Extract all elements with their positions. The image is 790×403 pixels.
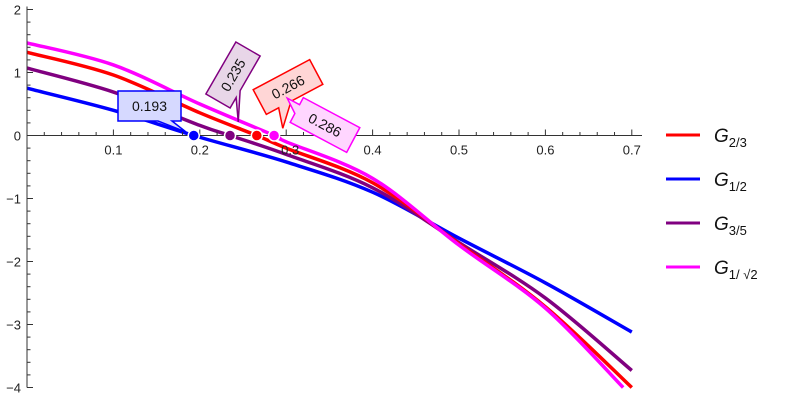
legend-label: G2/3	[714, 126, 747, 150]
legend: G2/3G1/2G3/5G1/ √2	[666, 126, 758, 282]
y-tick-label: −1	[6, 192, 21, 207]
series-line-12	[27, 41, 625, 389]
x-tick-label: 0.5	[450, 143, 468, 158]
y-tick-label: 1	[14, 66, 21, 81]
y-tick-label: −4	[6, 381, 21, 396]
zero-markers	[187, 129, 281, 142]
legend-label: G3/5	[714, 214, 747, 238]
legend-item: G1/ √2	[666, 258, 758, 282]
legend-label: G1/ √2	[714, 258, 758, 282]
callout-blue: 0.193	[117, 90, 187, 133]
zero-point	[223, 129, 237, 142]
x-tick-label: 0.4	[364, 143, 382, 158]
legend-item: G1/2	[666, 170, 747, 194]
y-tick-label: 0	[14, 129, 21, 144]
x-tick-label: 0.2	[191, 143, 209, 158]
x-tick-label: 0.6	[536, 143, 554, 158]
legend-item: G3/5	[666, 214, 747, 238]
legend-label: G1/2	[714, 170, 747, 194]
x-tick-label: 0.7	[623, 143, 641, 158]
zero-point	[187, 129, 201, 142]
x-tick-label: 0.1	[104, 143, 122, 158]
y-tick-label: 2	[14, 3, 21, 18]
callout-label: 0.193	[132, 98, 167, 114]
zero-point	[250, 129, 264, 142]
x-tick-label: 0.3	[281, 143, 299, 158]
zero-point	[267, 129, 281, 142]
callouts: 0.193 0.235 0.266 0.286	[117, 40, 361, 154]
legend-item: G2/3	[666, 126, 747, 150]
y-tick-label: −2	[6, 255, 21, 270]
y-tick-label: −3	[6, 318, 21, 333]
